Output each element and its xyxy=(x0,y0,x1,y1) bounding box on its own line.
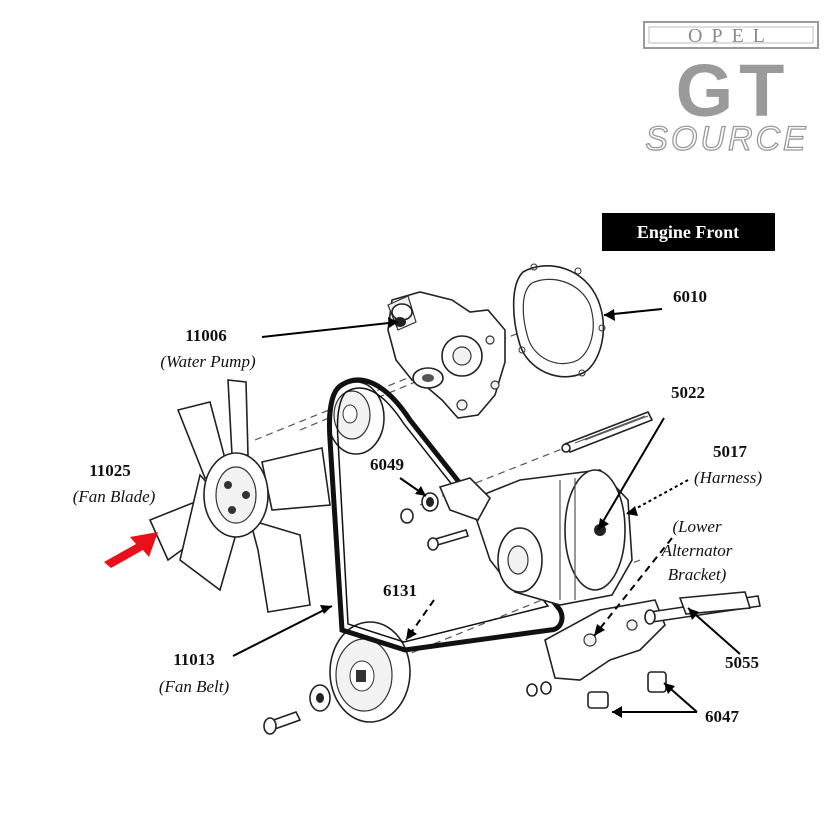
gasket-drawing xyxy=(512,263,606,378)
logo-model: GT xyxy=(676,49,791,132)
alternator-number: 5022 xyxy=(671,383,705,402)
lower-bracket-line2: Alternator xyxy=(661,541,733,560)
nut-hardware-drawing xyxy=(400,492,470,551)
gasket-number: 6010 xyxy=(673,287,707,306)
alternator-drawing xyxy=(438,469,633,606)
harness-description: (Harness) xyxy=(694,468,762,487)
crank-bolt-drawing xyxy=(263,684,331,735)
water-pump-number: 11006 xyxy=(185,326,227,345)
bolt-5055-drawing xyxy=(644,591,761,625)
water-pump-drawing xyxy=(387,291,506,419)
pulley-number: 6131 xyxy=(383,581,417,600)
lower-bracket-line1: (Lower xyxy=(672,517,722,536)
bolt-5055-number: 5055 xyxy=(725,653,759,672)
engine-front-label: Engine Front xyxy=(602,213,775,251)
fan-belt-description: (Fan Belt) xyxy=(159,677,230,696)
logo-subtitle: SOURCE xyxy=(645,120,808,158)
fan-blade-description: (Fan Blade) xyxy=(73,487,156,506)
water-pump-description: (Water Pump) xyxy=(160,352,256,371)
lower-bracket-line3: Bracket) xyxy=(668,565,727,584)
fan-blade-drawing xyxy=(148,379,331,613)
bushing-drawing xyxy=(526,671,667,709)
engine-front-text: Engine Front xyxy=(637,222,739,242)
leader-lines xyxy=(232,308,741,718)
fan-blade-number: 11025 xyxy=(89,461,131,480)
long-bolt-drawing xyxy=(561,410,654,453)
part-labels: 11006 (Water Pump) 11025 (Fan Blade) 110… xyxy=(73,287,763,726)
bushing-number: 6047 xyxy=(705,707,740,726)
harness-number: 5017 xyxy=(713,442,748,461)
logo-brand: OPEL xyxy=(688,25,774,47)
nut-number: 6049 xyxy=(370,455,404,474)
opel-gt-source-logo: OPEL GT SOURCE xyxy=(643,21,819,159)
red-arrow-icon xyxy=(104,532,158,568)
fan-belt-number: 11013 xyxy=(173,650,215,669)
fan-belt-drawing xyxy=(327,377,565,653)
